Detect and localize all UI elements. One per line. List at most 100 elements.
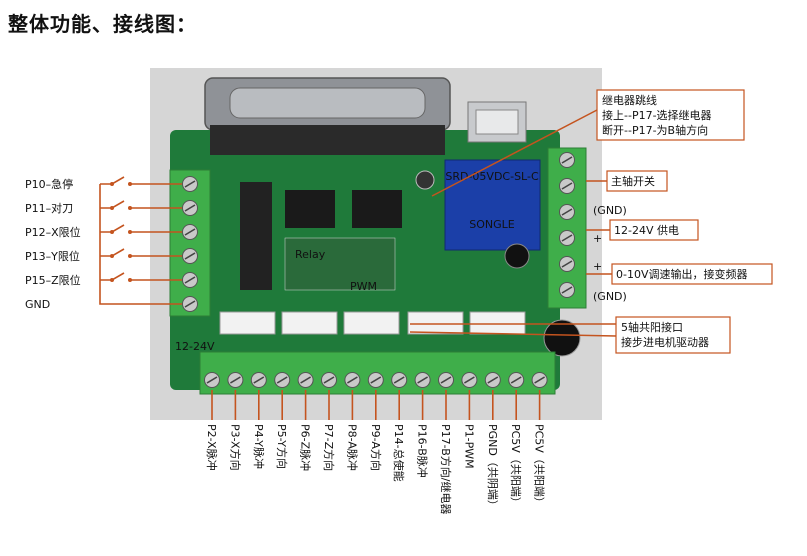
left-input-label: P13–Y限位 <box>25 249 80 263</box>
bottom-terminal-screw[interactable] <box>250 372 267 388</box>
bottom-terminal-screw[interactable] <box>321 372 337 388</box>
left-input-label: P10–急停 <box>25 177 73 191</box>
gnd-top-label: (GND) <box>593 204 627 217</box>
left-input-label: P11–对刀 <box>25 201 73 215</box>
motor-header[interactable] <box>343 311 400 335</box>
bottom-terminal-screw[interactable] <box>344 372 361 388</box>
power-silk-text: 12-24V <box>175 340 215 353</box>
left-terminal-screw[interactable] <box>182 296 198 312</box>
right-terminal-screw[interactable] <box>559 204 575 220</box>
relay-jumper-line-1: 继电器跳线 <box>602 93 657 107</box>
bottom-terminal-label: P5-Y方向 <box>275 424 289 469</box>
motor-header[interactable] <box>407 311 464 335</box>
bottom-terminal-screw[interactable] <box>367 372 384 388</box>
pwm-silk-text: PWM <box>350 280 377 293</box>
right-terminal-block <box>547 147 587 309</box>
switch-contact <box>110 254 114 258</box>
bottom-terminal-label: PC5V（共阳端） <box>509 424 522 508</box>
capacitor-2 <box>543 319 581 357</box>
bottom-terminal-label: P14-总使能 <box>392 424 406 482</box>
bottom-terminal-label: P1-PWM <box>462 424 475 469</box>
relay-jumper-line-2: 接上--P17-选择继电器 <box>602 108 712 122</box>
left-terminal-screw[interactable] <box>182 176 198 192</box>
switch-contact <box>128 206 132 210</box>
relay-jumper-callout <box>596 89 745 141</box>
bottom-terminal-label: P2-X脉冲 <box>205 424 219 471</box>
left-terminal-screw[interactable] <box>182 224 198 240</box>
capacitor-1 <box>504 243 530 269</box>
left-input-label: P15–Z限位 <box>25 273 81 287</box>
motor-header[interactable] <box>281 311 338 335</box>
right-terminal-screw[interactable] <box>559 152 575 168</box>
switch-contact <box>128 230 132 234</box>
relay-silk-text: Relay <box>295 248 326 261</box>
left-input-label: P12–X限位 <box>25 225 81 239</box>
relay-jumper-line-3: 断开--P17-为B轴方向 <box>602 123 708 137</box>
left-input-label: GND <box>25 298 50 311</box>
bottom-terminal-screw[interactable] <box>531 372 548 388</box>
switch-contact <box>110 206 114 210</box>
bottom-terminal-screw[interactable] <box>297 372 314 388</box>
bottom-terminal-label: P17-B方向/继电器 <box>439 424 453 514</box>
relay-model-text: SRD-05VDC-SL-C <box>445 170 539 183</box>
right-terminal-screw[interactable] <box>559 256 575 272</box>
common-anode-line-1: 5轴共阳接口 <box>621 320 683 334</box>
switch-contact <box>110 278 114 282</box>
left-terminal-block <box>169 169 211 317</box>
common-anode-line-2: 接步进电机驱动器 <box>621 335 709 349</box>
db25-shell <box>229 87 426 119</box>
analog-label: 0-10V调速输出，接变频器 <box>616 267 748 281</box>
capacitor-small <box>415 170 435 190</box>
left-terminal-screw[interactable] <box>182 200 198 216</box>
bottom-terminal-label: P16-B脉冲 <box>416 424 430 478</box>
optocoupler-array <box>240 182 272 290</box>
gnd-bottom-label: (GND) <box>593 290 627 303</box>
ic-chip-1 <box>285 190 335 228</box>
common-anode-leader-2 <box>409 331 617 337</box>
right-terminal-screw[interactable] <box>559 282 575 298</box>
bottom-terminal-screw[interactable] <box>484 372 501 388</box>
gnd-common-wire <box>99 184 182 305</box>
right-terminal-screw[interactable] <box>559 230 575 246</box>
bottom-terminal-screw[interactable] <box>391 372 408 388</box>
bottom-terminal-screw[interactable] <box>438 372 454 388</box>
switch-contact <box>110 230 114 234</box>
left-terminal-screw[interactable] <box>182 272 198 288</box>
bottom-terminal-screw[interactable] <box>414 372 431 388</box>
relay-jumper-leader <box>431 109 598 197</box>
switch-contact <box>128 182 132 186</box>
switch-contact <box>110 182 114 186</box>
spindle-label: 主轴开关 <box>611 174 655 188</box>
switch-contact <box>128 254 132 258</box>
bottom-terminal-screw[interactable] <box>227 372 244 388</box>
left-terminal-screw[interactable] <box>182 248 198 264</box>
motor-header[interactable] <box>219 311 276 335</box>
analog-plus-sign: + <box>593 260 602 273</box>
bottom-terminal-label: P9-A方向 <box>369 424 383 471</box>
supply-plus-sign: + <box>593 232 602 245</box>
resistor-bank <box>284 237 396 291</box>
bottom-terminal-label: PGND（共阴端） <box>486 424 499 511</box>
bottom-terminal-screw[interactable] <box>274 372 291 388</box>
motor-header[interactable] <box>469 311 526 335</box>
bottom-terminal-screw[interactable] <box>461 372 478 388</box>
relay-brand-text: SONGLE <box>469 218 515 231</box>
supply-label: 12-24V 供电 <box>614 223 679 237</box>
bottom-terminal-screw[interactable] <box>204 372 220 388</box>
db25-base <box>210 125 445 155</box>
common-anode-callout <box>615 316 731 354</box>
switch-contact <box>128 278 132 282</box>
ic-chip-2 <box>352 190 402 228</box>
page-title: 整体功能、接线图： <box>8 12 197 36</box>
bottom-terminal-label: P4-Y脉冲 <box>252 424 266 469</box>
bottom-terminal-label: P7-Z方向 <box>322 424 336 471</box>
bottom-terminal-label: P3-X方向 <box>228 424 242 471</box>
right-terminal-screw[interactable] <box>559 178 575 194</box>
usb-inner <box>475 109 519 135</box>
bottom-terminal-label: PC5V（共阳端） <box>533 424 546 508</box>
bottom-terminal-label: P6-Z脉冲 <box>299 424 313 471</box>
bottom-terminal-label: P8-A脉冲 <box>345 424 359 471</box>
relay <box>444 159 541 251</box>
bottom-terminal-screw[interactable] <box>508 372 525 388</box>
